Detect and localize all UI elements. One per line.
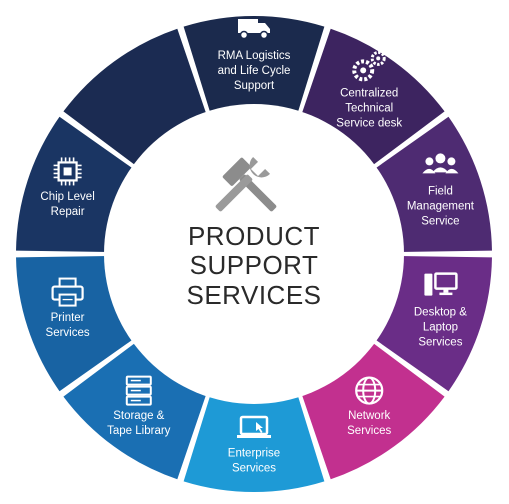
segment-9-label-line-1: Chip Level: [40, 191, 94, 203]
center-title-line-2: SUPPORT: [190, 250, 319, 280]
segment-4-label-line-3: Services: [418, 337, 462, 349]
segment-6-label-line-1: Enterprise: [228, 448, 280, 460]
segment-3-label-line-2: Management: [407, 200, 475, 212]
segment-1-label-line-3: Support: [234, 80, 275, 92]
segment-6-label-line-2: Services: [232, 463, 276, 475]
segment-7-label-line-1: Storage &: [113, 410, 164, 422]
desktop-computer-icon: [424, 272, 458, 296]
segment-4-label-line-1: Desktop &: [414, 307, 467, 319]
segment-1-label-line-1: RMA Logistics: [218, 50, 291, 62]
segment-5-label-line-1: Network: [348, 410, 390, 422]
center-title-line-1: PRODUCT: [188, 221, 320, 251]
segment-9-label-line-2: Repair: [51, 206, 85, 218]
segment-2-label-line-1: Centralized: [340, 87, 398, 99]
chip-icon: [53, 157, 82, 186]
globe-icon: [355, 376, 384, 405]
center-title: PRODUCT SUPPORT SERVICES: [186, 221, 321, 310]
segment-2-label-line-3: Service desk: [336, 117, 402, 129]
segment-3-label-line-3: Service: [421, 215, 459, 227]
team-icon: [422, 153, 459, 174]
hammer-wrench-icon: [215, 156, 277, 212]
server-rack-icon: [125, 375, 152, 406]
segment-8-label-line-1: Printer: [51, 312, 85, 324]
segment-1-label-line-2: and Life Cycle: [218, 65, 291, 77]
icons-layer: [51, 19, 459, 438]
truck-icon: [238, 19, 270, 40]
segment-3-label-line-1: Field: [428, 185, 453, 197]
segment-7-label-line-2: Tape Library: [107, 425, 171, 437]
gears-icon: [352, 50, 386, 82]
segment-5-label-line-2: Services: [347, 425, 391, 437]
segment-8-label-line-2: Services: [46, 327, 90, 339]
center-circle: [104, 104, 404, 404]
segment-1: [183, 15, 325, 132]
segment-2-label-line-2: Technical: [345, 102, 393, 114]
printer-icon: [51, 277, 84, 307]
labels-layer: RMA Logistics and Life CycleSupportCentra…: [40, 50, 474, 475]
center-title-line-3: SERVICES: [186, 280, 321, 310]
segment-4-label-line-2: Laptop: [423, 322, 458, 334]
laptop-cursor-icon: [237, 415, 271, 438]
